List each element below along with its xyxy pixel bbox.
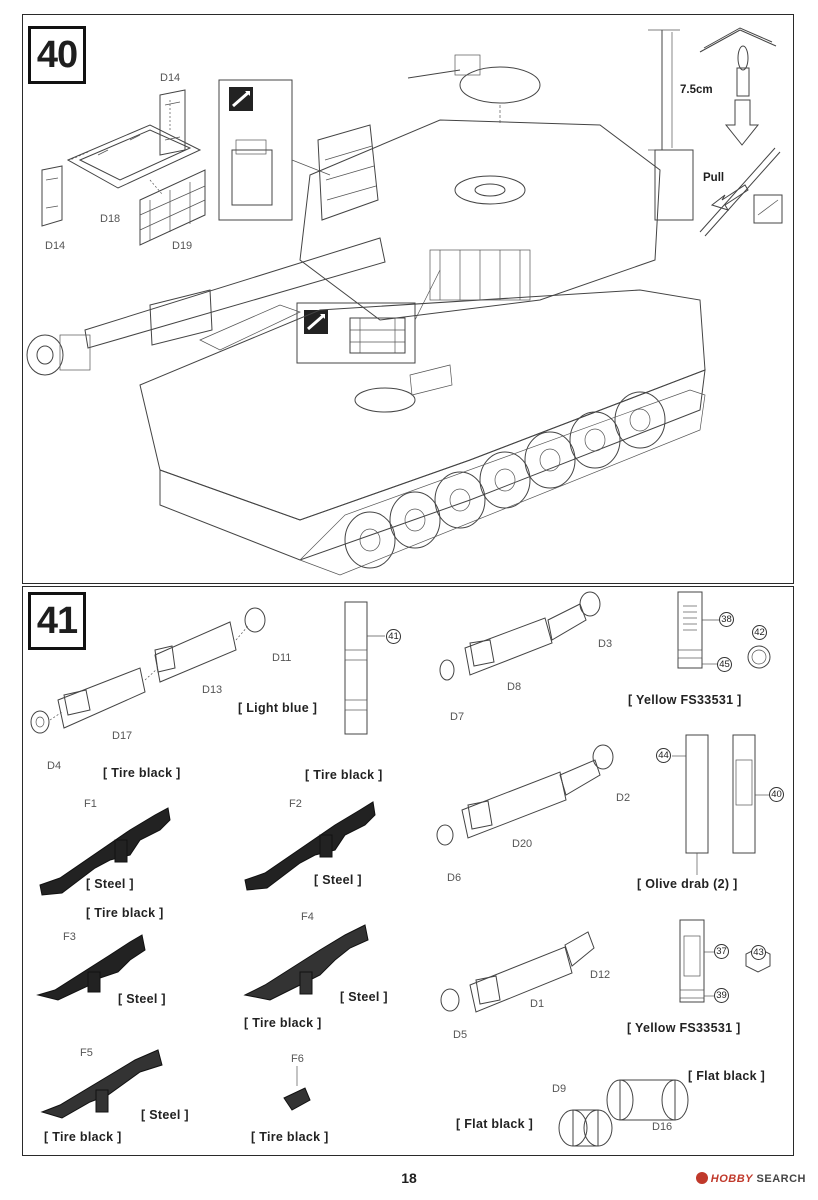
part-label-d12: D12 [590,969,611,981]
part-label-f3: F3 [63,931,76,943]
rifle-f3 [36,934,146,1001]
paint-tire-black-f1: [ Tire black ] [103,766,181,780]
part-label-f6: F6 [291,1053,304,1065]
decal-number-37: 37 [714,944,729,959]
watermark-logo-icon [695,1172,708,1184]
step-41-number: 41 [28,592,86,650]
step-40-panel [22,14,794,584]
part-label-d20: D20 [512,838,533,850]
paint-steel-f4: [ Steel ] [340,990,388,1004]
part-label-d8: D8 [507,681,522,693]
part-label-d5: D5 [453,1029,468,1041]
decal-number-42: 42 [752,625,767,640]
decal-number-43: 43 [751,945,766,960]
part-label-d4: D4 [47,760,62,772]
watermark-rest: SEARCH [756,1173,806,1185]
part-label-d3: D3 [598,638,613,650]
paint-tire-black-f5: [ Tire black ] [44,1130,122,1144]
part-label-d11: D11 [272,652,292,664]
part-label-d9: D9 [552,1083,567,1095]
part-label-d17: D17 [112,730,133,742]
part-label-d1: D1 [530,998,545,1010]
part-label-f4: F4 [301,911,314,923]
paint-olive-drab: [ Olive drab (2) ] [637,877,738,891]
paint-tire-black-f2: [ Tire black ] [305,768,383,782]
paint-tire-black-f4: [ Tire black ] [244,1016,322,1030]
part-label-d18: D18 [100,213,121,225]
rifle-f1 [39,807,171,896]
part-label-d6: D6 [447,872,462,884]
decal-number-41: 41 [386,629,401,644]
paint-light-blue: [ Light blue ] [238,701,318,715]
decal-number-38: 38 [719,612,734,627]
part-label-d7: D7 [450,711,465,723]
rifle-f4 [243,924,369,1001]
decal-number-44: 44 [656,748,671,763]
part-label-d14-top: D14 [160,72,181,84]
paint-steel-f5: [ Steel ] [141,1108,189,1122]
part-label-f1: F1 [84,798,97,810]
howitzer-vehicle-illustration [26,54,706,576]
part-label-d19: D19 [172,240,193,252]
decal-number-39: 39 [714,988,729,1003]
antenna-length-dimension: 7.5cm [680,84,713,96]
step-41-panel [22,586,794,1156]
rifle-f2 [244,801,376,891]
rifle-f5 [40,1049,163,1119]
decal-number-40: 40 [769,787,784,802]
paint-steel-f2: [ Steel ] [314,873,362,887]
ammo-crate-exploded-diagram [26,27,783,576]
part-label-d16: D16 [652,1121,673,1133]
page-number: 18 [401,1170,417,1186]
paint-steel-f1: [ Steel ] [86,877,134,891]
part-label-d2: D2 [616,792,631,804]
pull-instruction: Pull [703,172,725,184]
paint-tire-black-f6: [ Tire black ] [251,1130,329,1144]
watermark-brand: HOBBY [710,1173,753,1185]
hobby-search-watermark: HOBBY SEARCH [695,1172,806,1185]
paint-steel-f3: [ Steel ] [118,992,166,1006]
part-label-d13: D13 [202,684,223,696]
paint-yellow-fs33531-lower: [ Yellow FS33531 ] [627,1021,741,1035]
part-label-d14-left: D14 [45,240,66,252]
part-label-f2: F2 [289,798,302,810]
paint-yellow-fs33531-upper: [ Yellow FS33531 ] [628,693,742,707]
paint-flat-black-d16: [ Flat black ] [688,1069,766,1083]
step-40-number: 40 [28,26,86,84]
paint-tire-black-f3: [ Tire black ] [86,906,164,920]
paint-flat-black-d9: [ Flat black ] [456,1117,534,1131]
decal-number-45: 45 [717,657,732,672]
part-label-f5: F5 [80,1047,93,1059]
